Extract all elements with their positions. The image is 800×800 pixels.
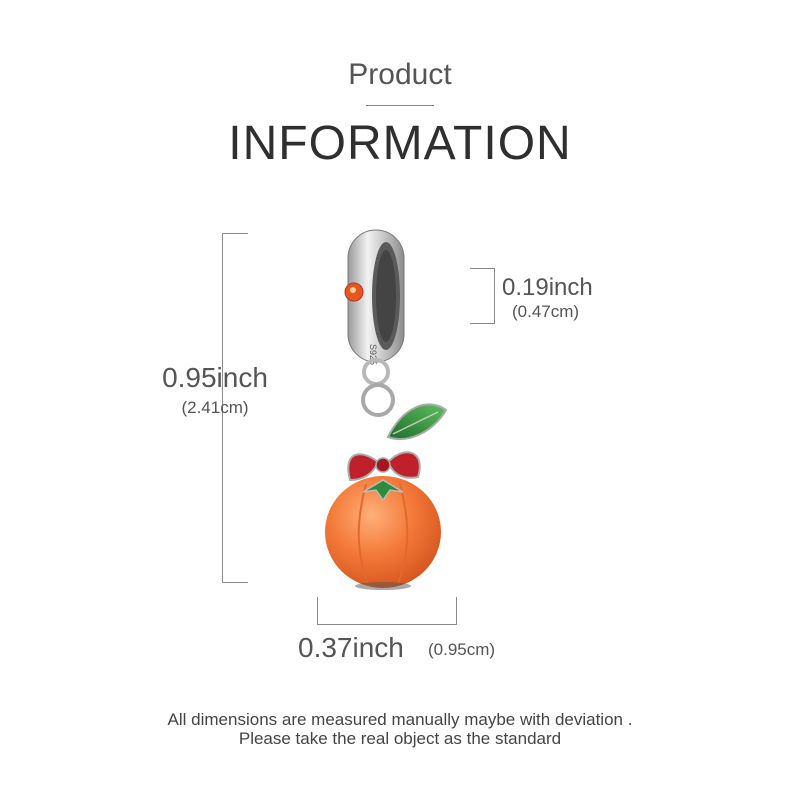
title-divider <box>366 105 434 106</box>
product-title: Product <box>348 58 452 91</box>
ring-cm-label: (0.47cm) <box>512 302 580 321</box>
disclaimer-line-2: Please take the real object as the stand… <box>238 729 562 748</box>
information-title: INFORMATION <box>228 117 572 170</box>
width-inch-label: 0.37inch <box>298 632 404 663</box>
height-bracket <box>222 233 248 583</box>
width-bracket <box>317 597 457 625</box>
s925-engraving: S925 <box>368 344 378 365</box>
width-cm-label: (0.95cm) <box>428 640 496 659</box>
ring-inch-label: 0.19inch <box>502 274 593 301</box>
ring-bracket <box>470 268 495 324</box>
height-inch-label: 0.95inch <box>162 362 268 393</box>
orange-charm-image: S925 <box>325 229 448 590</box>
disclaimer-line-1: All dimensions are measured manually may… <box>167 710 633 729</box>
height-cm-label: (2.41cm) <box>181 398 249 417</box>
disclaimer-note: All dimensions are measured manually may… <box>0 710 800 748</box>
